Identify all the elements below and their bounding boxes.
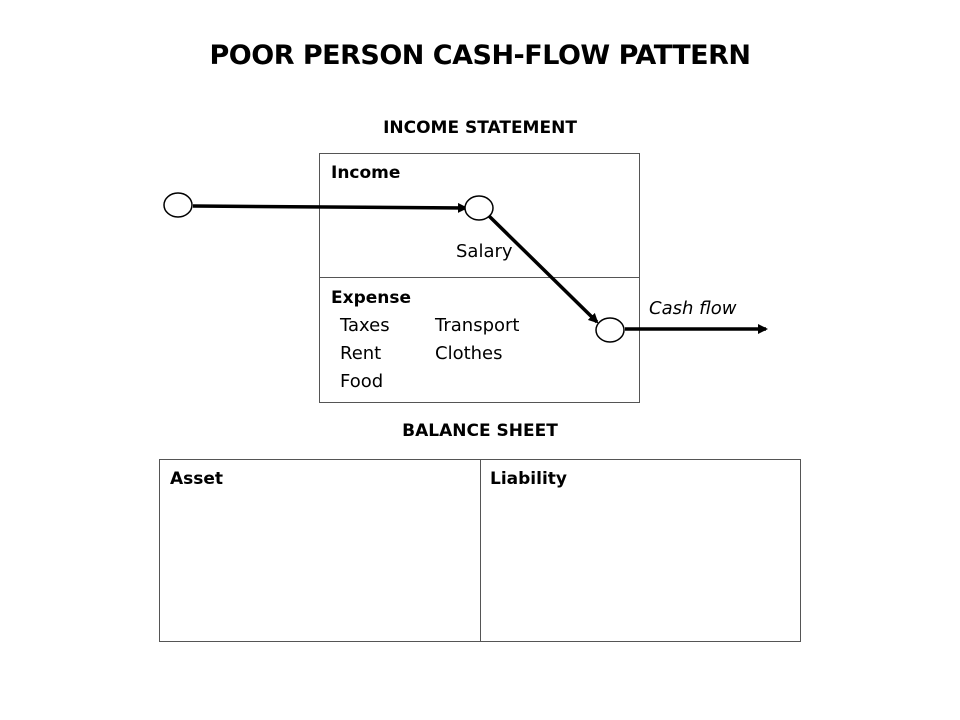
expense-label: Expense xyxy=(331,288,412,308)
expense-item-rent: Rent xyxy=(340,343,382,364)
expense-item-transport: Transport xyxy=(435,315,520,336)
arrow-source-to-salary xyxy=(192,202,468,213)
asset-column xyxy=(159,459,481,642)
income-source-circle xyxy=(163,192,193,218)
expense-item-clothes: Clothes xyxy=(435,343,503,364)
cash-flow-label: Cash flow xyxy=(649,298,737,319)
arrow-salary-to-expense xyxy=(487,214,599,324)
balance-sheet-heading: BALANCE SHEET xyxy=(402,421,558,441)
expense-circle xyxy=(595,317,625,343)
liability-label: Liability xyxy=(490,469,567,489)
page-title: POOR PERSON CASH-FLOW PATTERN xyxy=(209,40,751,71)
asset-label: Asset xyxy=(170,469,224,489)
expense-item-food: Food xyxy=(340,371,384,392)
income-item-salary: Salary xyxy=(456,241,513,262)
income-statement-box xyxy=(319,153,640,403)
salary-circle xyxy=(464,195,494,221)
income-label: Income xyxy=(331,163,401,183)
expense-item-taxes: Taxes xyxy=(340,315,390,336)
income-statement-heading: INCOME STATEMENT xyxy=(383,118,577,138)
income-section xyxy=(319,153,640,278)
